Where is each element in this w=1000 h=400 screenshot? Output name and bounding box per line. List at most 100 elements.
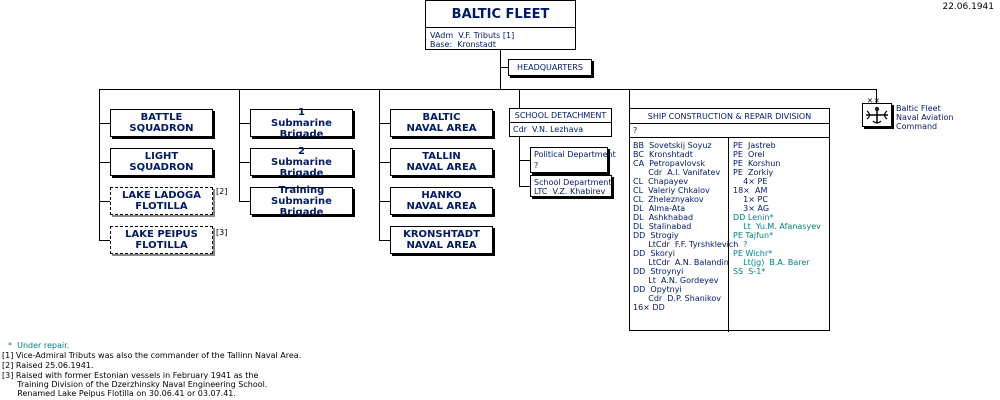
ship-entry: ? — [733, 240, 748, 249]
unit-line1: LIGHT — [144, 151, 179, 162]
ship-entry: 3× AG — [733, 204, 770, 213]
ship-entry: PE Tajfun* — [733, 231, 774, 240]
col3-tick — [379, 240, 390, 241]
aviation-line1: Baltic Fleet — [896, 104, 941, 113]
ship-entry: 18× AM — [733, 186, 768, 195]
aviation-line3: Command — [896, 122, 938, 131]
political-department-box: Political Department ? — [530, 147, 616, 173]
unit-line2: FLOTILLA — [135, 201, 188, 212]
shipyard-title: SHIP CONSTRUCTION & REPAIR DIVISION — [630, 109, 829, 124]
main-horizontal-line — [99, 89, 877, 90]
naval-aviation-insignia-icon — [862, 103, 892, 127]
ship-entry: BC Kronshtadt — [633, 150, 693, 159]
shipyard-commander: ? — [630, 124, 829, 138]
ship-entry: DL Stalinabad — [633, 222, 692, 231]
ship-entry: DD Stroynyi — [633, 267, 684, 276]
political-title: Political Department — [534, 150, 616, 159]
aviation-label: Baltic Fleet Naval Aviation Command — [896, 104, 953, 131]
unit-line2: NAVAL AREA — [406, 201, 477, 212]
school-detachment-box: SCHOOL DETACHMENT Cdr V.N. Lezhava — [509, 108, 612, 137]
unit-line1: BALTIC — [422, 112, 461, 123]
footnote-1: [1] Vice-Admiral Tributs was also the co… — [2, 351, 302, 360]
ship-entry: 4× PE — [733, 177, 768, 186]
unit-line1: TALLIN — [422, 151, 461, 162]
ship-construction-box: SHIP CONSTRUCTION & REPAIR DIVISION ? BB… — [629, 108, 830, 332]
ship-entry: DL Ashkhabad — [633, 213, 694, 222]
fleet-base: Base: Kronstadt — [430, 40, 497, 49]
ship-entry: DD Opytnyi — [633, 285, 682, 294]
unit-line2: NAVAL AREA — [406, 123, 477, 134]
ship-entry: Lt Yu.M. Afanasyev — [733, 222, 821, 231]
ship-entry: DD Lenin* — [733, 213, 774, 222]
peipus-note: [3] — [216, 228, 228, 237]
shipyard-divider — [728, 138, 729, 332]
fleet-commander: VAdm V.F. Tributs [1] — [430, 31, 515, 40]
unit-line1: 1 — [298, 106, 305, 118]
unit-line2: SQUADRON — [129, 162, 194, 173]
unit-line2: NAVAL AREA — [406, 240, 477, 251]
ship-entry: PE Zorkiy — [733, 168, 774, 177]
school-department-box: School Department LTC V.Z. Khabirev — [530, 175, 612, 197]
fleet-box: BALTIC FLEET VAdm V.F. Tributs [1] Base:… — [425, 0, 576, 50]
ship-entry: Cdr A.I. Vanifatev — [633, 168, 721, 177]
unit-line2: Submarine Brigade — [271, 195, 332, 218]
ship-entry: Lt(jg) B.A. Barer — [733, 258, 810, 267]
ship-entry: BB Sovetskij Soyuz — [633, 141, 712, 150]
aviation-marks: ✕✕ — [867, 97, 881, 105]
unit-line2: SQUADRON — [129, 123, 194, 134]
unit-line1: Training — [278, 184, 325, 196]
footnote-3b: Training Division of the Dzerzhinsky Nav… — [2, 380, 268, 389]
unit-line2: Submarine Brigade — [271, 156, 332, 179]
school-branch-line — [519, 137, 520, 186]
col3-tick — [379, 162, 390, 163]
unit-line1: 2 — [298, 145, 305, 157]
ship-entry: SS S-1* — [733, 267, 766, 276]
col2-tick — [239, 123, 250, 124]
ship-entry: Lt A.N. Gordeyev — [633, 276, 719, 285]
fleet-title: BALTIC FLEET — [426, 1, 575, 28]
fleet-trunk-line — [500, 50, 501, 89]
ship-entry: PE Jastreb — [733, 141, 776, 150]
school-tick — [519, 186, 530, 187]
footnote-3c: Renamed Lake Peipus Flotilla on 30.06.41… — [2, 389, 236, 398]
unit-line1: KRONSHTADT — [403, 229, 480, 240]
col3-tick — [379, 123, 390, 124]
col2-tick — [239, 201, 250, 202]
col3-tick — [379, 201, 390, 202]
hq-connector-line — [500, 67, 508, 68]
ship-entry: PE Wichr* — [733, 249, 773, 258]
ship-entry: CA Petropavlovsk — [633, 159, 706, 168]
ship-entry: CL Chapayev — [633, 177, 689, 186]
school-dept-title: School Department — [534, 178, 612, 187]
col1-tick — [99, 240, 110, 241]
ship-entry: LtCdr F.F. Tyrshklevich — [633, 240, 739, 249]
ship-entry: DD Skoryi — [633, 249, 675, 258]
col2-vertical-line — [239, 89, 240, 201]
political-commander: ? — [534, 161, 539, 170]
col1-tick — [99, 162, 110, 163]
school-commander: Cdr V.N. Lezhava — [513, 125, 584, 134]
ship-entry: Cdr D.P. Shanikov — [633, 294, 721, 303]
col1-tick — [99, 123, 110, 124]
ship-entry: LtCdr A.N. Balandin — [633, 258, 729, 267]
unit-line2: Submarine Brigade — [271, 117, 332, 140]
unit-line1: HANKO — [421, 190, 462, 201]
unit-line1: BATTLE — [140, 112, 183, 123]
ship-entry: 16× DD — [633, 303, 665, 312]
school-vertical-line — [519, 89, 520, 108]
unit-line1: LAKE LADOGA — [121, 190, 202, 201]
col3-vertical-line — [379, 89, 380, 240]
footnote-repair: * Under repair. — [8, 341, 70, 350]
date-label: 22.06.1941 — [942, 2, 994, 12]
unit-line2: NAVAL AREA — [406, 162, 477, 173]
ship-entry: DD Strogiy — [633, 231, 679, 240]
